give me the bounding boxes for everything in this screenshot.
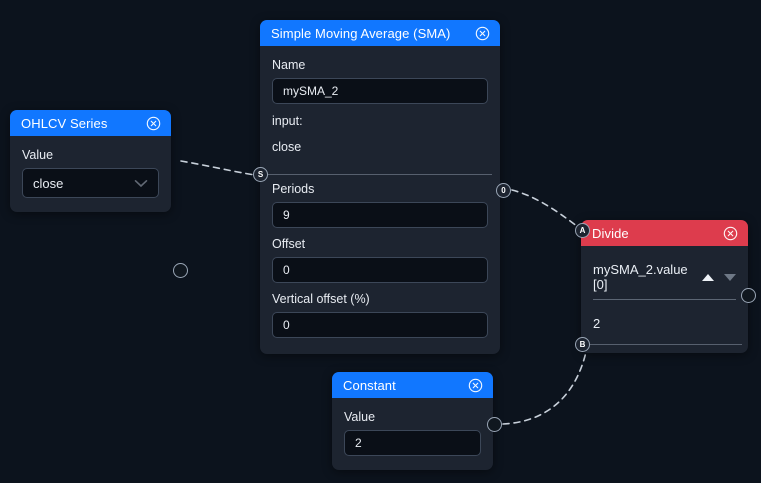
sma-name-label: Name bbox=[272, 58, 306, 72]
node-simple-moving-average[interactable]: Simple Moving Average (SMA) Name mySMA_2… bbox=[253, 20, 511, 354]
ohlcv-value-label: Value bbox=[22, 148, 54, 162]
node-title-divide: Divide bbox=[592, 225, 629, 241]
sma-vertical-offset-label: Vertical offset (%) bbox=[272, 292, 370, 306]
node-divide[interactable]: Divide mySMA_2.value [0] 2 A B bbox=[575, 220, 756, 353]
divide-port-b-label: B bbox=[579, 340, 586, 349]
constant-value-label: Value bbox=[344, 410, 376, 424]
divide-operand-b-row[interactable]: 2 bbox=[593, 316, 736, 339]
node-body-constant: Value 2 bbox=[332, 398, 493, 470]
wire-ohlcv-to-sma bbox=[180, 160, 256, 176]
divide-input-port-a[interactable]: A bbox=[575, 223, 590, 238]
triangle-up-icon[interactable] bbox=[702, 273, 714, 281]
wire-constant-to-divide-b bbox=[502, 351, 587, 425]
sma-input-port-s[interactable]: S bbox=[253, 167, 268, 182]
constant-value-input[interactable]: 2 bbox=[344, 430, 481, 456]
node-header-constant[interactable]: Constant bbox=[332, 372, 493, 398]
divide-operand-a: mySMA_2.value [0] bbox=[593, 262, 688, 292]
sma-name-value: mySMA_2 bbox=[283, 84, 339, 98]
ohlcv-value-selected: close bbox=[33, 175, 64, 191]
ohlcv-output-port[interactable] bbox=[173, 263, 188, 278]
sma-input-separator bbox=[268, 174, 492, 175]
node-constant[interactable]: Constant Value 2 bbox=[332, 372, 502, 470]
sma-name-input[interactable]: mySMA_2 bbox=[272, 78, 488, 104]
node-header-sma[interactable]: Simple Moving Average (SMA) bbox=[260, 20, 500, 46]
chevron-down-icon[interactable] bbox=[134, 179, 148, 188]
divide-operand-a-row[interactable]: mySMA_2.value [0] bbox=[593, 262, 736, 300]
close-circle-icon[interactable] bbox=[723, 226, 738, 241]
constant-value-value: 2 bbox=[355, 436, 362, 450]
close-circle-icon[interactable] bbox=[146, 116, 161, 131]
sma-output-port-0[interactable]: 0 bbox=[496, 183, 511, 198]
ohlcv-value-select[interactable]: close bbox=[22, 168, 159, 198]
constant-output-port[interactable] bbox=[487, 417, 502, 432]
node-body-sma: Name mySMA_2 input: close Periods 9 Offs… bbox=[260, 46, 500, 354]
wire-sma-to-divide-a bbox=[511, 189, 579, 228]
sma-offset-value: 0 bbox=[283, 263, 290, 277]
divide-operand-b: 2 bbox=[593, 316, 601, 331]
close-circle-icon[interactable] bbox=[475, 26, 490, 41]
sma-periods-value: 9 bbox=[283, 208, 290, 222]
sma-output-port-label: 0 bbox=[501, 186, 506, 195]
divide-output-port[interactable] bbox=[741, 288, 756, 303]
sma-periods-label: Periods bbox=[272, 182, 315, 196]
node-title-constant: Constant bbox=[343, 377, 396, 393]
divide-port-a-label: A bbox=[579, 226, 586, 235]
node-body-divide: mySMA_2.value [0] 2 bbox=[581, 246, 748, 353]
sma-offset-input[interactable]: 0 bbox=[272, 257, 488, 283]
divide-operand-b-separator bbox=[587, 344, 742, 345]
sma-input-port-label: S bbox=[257, 170, 264, 179]
node-header-ohlcv[interactable]: OHLCV Series bbox=[10, 110, 171, 136]
node-body-ohlcv: Value close bbox=[10, 136, 171, 212]
sma-vertical-offset-value: 0 bbox=[283, 318, 290, 332]
sma-input-label: input: bbox=[272, 114, 303, 128]
sma-offset-label: Offset bbox=[272, 237, 306, 251]
sma-input-value: close bbox=[272, 140, 302, 154]
node-header-divide[interactable]: Divide bbox=[581, 220, 748, 246]
triangle-down-icon[interactable] bbox=[724, 273, 736, 281]
divide-input-port-b[interactable]: B bbox=[575, 337, 590, 352]
sma-periods-input[interactable]: 9 bbox=[272, 202, 488, 228]
node-title-sma: Simple Moving Average (SMA) bbox=[271, 25, 451, 41]
sma-vertical-offset-input[interactable]: 0 bbox=[272, 312, 488, 338]
node-ohlcv-series[interactable]: OHLCV Series Value close bbox=[10, 110, 188, 278]
close-circle-icon[interactable] bbox=[468, 378, 483, 393]
node-title-ohlcv: OHLCV Series bbox=[21, 115, 108, 131]
